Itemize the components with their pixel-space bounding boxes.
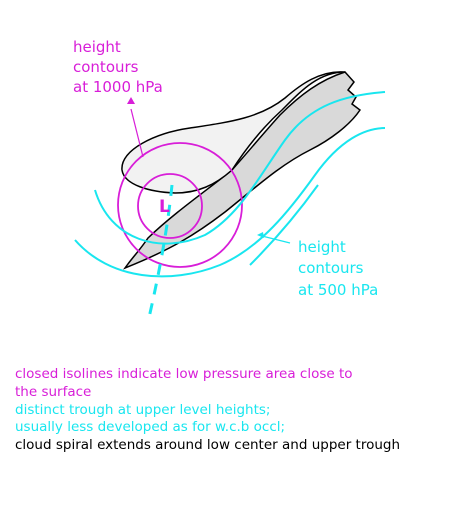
label-1000-line2: contours (73, 58, 139, 76)
leader-1000-arrowhead (127, 97, 135, 104)
caption-line-2: the surface (15, 383, 92, 400)
label-500-hpa: height contours at 500 hPa (298, 238, 378, 299)
caption-line-3: distinct trough at upper level heights; (15, 401, 271, 418)
label-1000-hpa: height contours at 1000 hPa (73, 38, 163, 96)
low-center-label: L (159, 197, 170, 217)
leader-1000 (130, 108, 144, 158)
label-1000-line1: height (73, 38, 121, 56)
isoline-500-top (249, 184, 319, 266)
caption-line-4: usually less developed as for w.c.b occl… (15, 419, 286, 436)
isoline-500-lower (74, 127, 386, 278)
caption-line-1: closed isolines indicate low pressure ar… (15, 366, 353, 382)
cloud-spiral-head (121, 71, 346, 194)
trough-axis (146, 184, 174, 323)
isoline-1000-inner (137, 173, 203, 239)
caption: closed isolines indicate low pressure ar… (15, 366, 400, 455)
label-500-line1: height (298, 238, 346, 256)
caption-line-5: cloud spiral extends around low center a… (15, 437, 401, 454)
isoline-1000-outer (117, 142, 243, 268)
diagram: height contours at 1000 hPa height conto… (73, 38, 386, 323)
leader-500 (261, 235, 291, 244)
leader-500-arrowhead (257, 232, 264, 238)
isoline-500-upper (94, 91, 386, 245)
label-500-line3: at 500 hPa (298, 281, 378, 299)
label-1000-line3: at 1000 hPa (73, 78, 163, 96)
label-500-line2: contours (298, 259, 364, 277)
